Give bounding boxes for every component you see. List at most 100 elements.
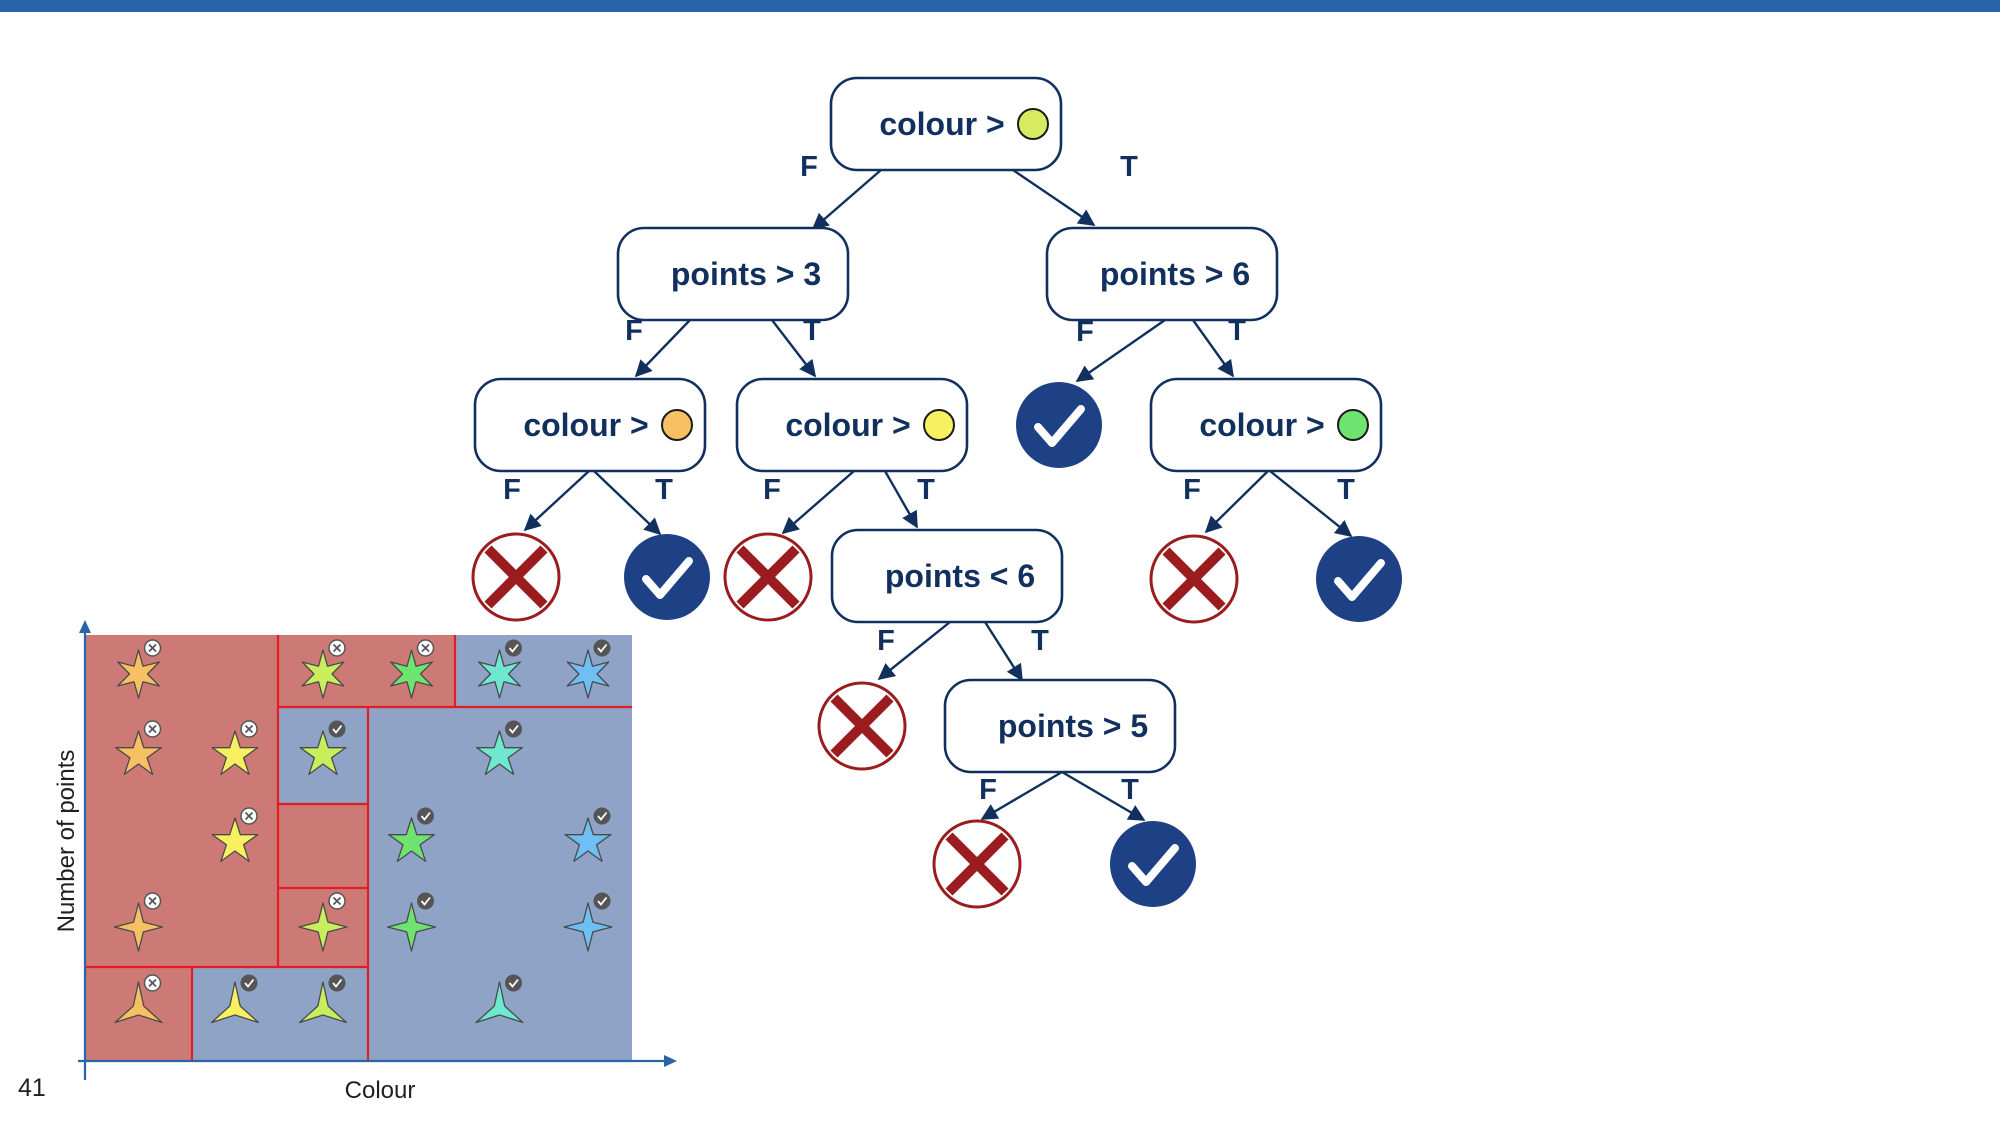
wrong-badge-icon bbox=[416, 639, 435, 657]
correct-badge-icon bbox=[240, 974, 258, 992]
cross-icon bbox=[932, 819, 1022, 909]
y-axis-arrow-icon bbox=[79, 620, 91, 633]
star-5-point-icon bbox=[564, 817, 612, 863]
node-label: points < 6 bbox=[885, 558, 1035, 594]
edge-label-n2-n5: T bbox=[803, 315, 821, 347]
wrong-badge-icon bbox=[328, 639, 346, 657]
wrong-badge-icon bbox=[143, 892, 162, 910]
tree-edge-n6-l6 bbox=[1269, 470, 1353, 538]
star-3-point-icon bbox=[114, 981, 163, 1024]
edge-label-n5-n7: T bbox=[917, 474, 935, 506]
tree-node-n7: points < 6 bbox=[830, 528, 1064, 624]
data-point-2 bbox=[390, 639, 435, 699]
correct-badge-icon bbox=[328, 974, 346, 992]
tree-edge-n8-l9 bbox=[1061, 770, 1146, 822]
top-bar bbox=[0, 0, 2000, 12]
data-point-17 bbox=[210, 974, 260, 1024]
region-no-0 bbox=[85, 635, 278, 967]
node-box bbox=[830, 528, 1064, 624]
star-6-point-icon bbox=[390, 649, 433, 699]
edge-label-n7-n8: T bbox=[1031, 625, 1049, 657]
edge-label-n3-l1: F bbox=[1076, 316, 1094, 348]
star-5-point-icon bbox=[211, 817, 259, 863]
tree-edge-n4-l2 bbox=[523, 470, 590, 532]
star-4-point-icon bbox=[386, 902, 437, 952]
node-label: points > 3 bbox=[671, 256, 821, 292]
correct-badge-icon bbox=[593, 892, 611, 910]
tree-edge-n2-n5 bbox=[771, 319, 817, 378]
cross-icon bbox=[471, 532, 561, 622]
data-point-9 bbox=[211, 807, 259, 863]
wrong-badge-icon bbox=[328, 892, 346, 910]
tree-edge-n2-n4 bbox=[634, 319, 691, 378]
data-point-8 bbox=[476, 720, 523, 776]
tree-node-n8: points > 5 bbox=[943, 678, 1177, 774]
cross-icon bbox=[817, 681, 907, 771]
node-label: colour > bbox=[523, 407, 648, 443]
star-4-point-icon bbox=[113, 902, 164, 952]
colour-swatch-icon bbox=[1017, 108, 1049, 140]
edge-label-n4-l2: F bbox=[503, 474, 521, 506]
edge-label-n4-l3: T bbox=[655, 474, 673, 506]
data-point-19 bbox=[475, 974, 524, 1024]
data-point-14 bbox=[386, 892, 437, 952]
y-axis-label: Number of points bbox=[53, 750, 80, 933]
tree-edge-n5-n7 bbox=[883, 470, 919, 529]
data-point-15 bbox=[563, 892, 613, 952]
cross-icon bbox=[723, 532, 813, 622]
node-label: points > 6 bbox=[1100, 256, 1250, 292]
star-3-point-icon bbox=[475, 981, 524, 1024]
node-box bbox=[473, 377, 707, 473]
tree-node-n5: colour > bbox=[735, 377, 969, 473]
check-icon bbox=[1316, 536, 1402, 622]
star-5-point-icon bbox=[388, 817, 435, 863]
slide-number: 41 bbox=[18, 1074, 46, 1102]
node-box bbox=[1149, 377, 1383, 473]
tree-edge-n1-n2 bbox=[811, 169, 882, 231]
star-6-point-icon bbox=[566, 649, 610, 699]
x-axis-arrow-icon bbox=[664, 1055, 677, 1067]
tree-node-n6: colour > bbox=[1149, 377, 1383, 473]
correct-badge-icon bbox=[505, 720, 522, 738]
star-6-point-icon bbox=[478, 649, 521, 699]
star-5-point-icon bbox=[476, 730, 523, 776]
wrong-badge-icon bbox=[143, 639, 162, 657]
data-point-11 bbox=[564, 807, 612, 863]
tree-node-n3: points > 6 bbox=[1045, 226, 1279, 322]
correct-badge-icon bbox=[417, 807, 434, 825]
tree-edge-n6-l5 bbox=[1204, 470, 1269, 534]
node-box bbox=[735, 377, 969, 473]
star-5-point-icon bbox=[211, 730, 259, 776]
data-point-5 bbox=[115, 720, 162, 776]
node-label: colour > bbox=[879, 106, 1004, 142]
correct-badge-icon bbox=[417, 892, 434, 910]
edge-label-n5-l4: F bbox=[763, 474, 781, 506]
node-label: colour > bbox=[1199, 407, 1324, 443]
data-point-7 bbox=[299, 720, 347, 776]
data-point-4 bbox=[566, 639, 611, 699]
star-3-point-icon bbox=[298, 981, 348, 1024]
tree-edge-n7-l7 bbox=[877, 621, 951, 681]
wrong-badge-icon bbox=[143, 974, 162, 992]
star-6-point-icon bbox=[117, 649, 160, 699]
tree-edge-n1-n3 bbox=[1012, 169, 1096, 226]
edge-label-n6-l6: T bbox=[1337, 474, 1355, 506]
cross-icon bbox=[1149, 534, 1239, 624]
check-icon bbox=[1016, 382, 1102, 468]
tree-node-n1: colour > bbox=[829, 76, 1063, 172]
edge-label-n8-l9: T bbox=[1121, 774, 1139, 806]
data-point-13 bbox=[298, 892, 348, 952]
edge-label-n1-n2: F bbox=[800, 151, 818, 183]
correct-badge-icon bbox=[505, 974, 522, 992]
x-axis-label: Colour bbox=[345, 1077, 416, 1104]
correct-badge-icon bbox=[328, 720, 346, 738]
wrong-badge-icon bbox=[240, 720, 258, 738]
check-icon bbox=[624, 534, 710, 620]
data-point-16 bbox=[114, 974, 163, 1024]
star-5-point-icon bbox=[299, 730, 347, 776]
node-box bbox=[616, 226, 850, 322]
star-4-point-icon bbox=[563, 902, 613, 952]
correct-badge-icon bbox=[505, 639, 522, 657]
